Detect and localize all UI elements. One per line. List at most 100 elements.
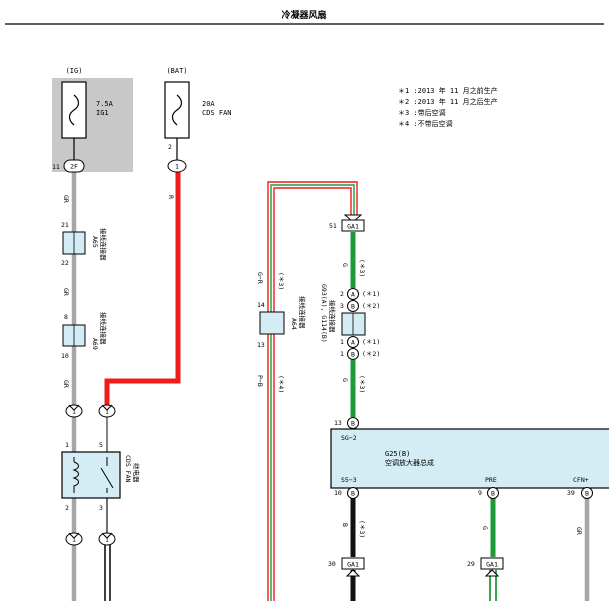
wire-label-b: B (341, 523, 349, 527)
splice-right-top (98, 404, 116, 418)
fuse-ig-conn-label: 2F (70, 163, 78, 171)
amp-pin10-conn (347, 487, 359, 499)
g93-pin-b-top (347, 300, 359, 312)
chevron-left-top-icon (68, 404, 80, 411)
chevron-right-top-icon (101, 404, 113, 411)
a65-pin-top: 21 (61, 221, 69, 229)
fuse-bat-source: (BAT) (166, 67, 187, 75)
fuse-bat-symbol-icon (171, 94, 183, 126)
g93-pin-b-bottom (347, 348, 359, 360)
amp-pin9-label: B (491, 490, 495, 498)
wire-label-p-b: P−B (256, 375, 264, 387)
g93-name: 接线连接器 (328, 300, 337, 333)
a69-name: 接线连接器 (99, 312, 108, 345)
relay-coil-icon (72, 457, 79, 493)
relay-box (61, 451, 121, 499)
a64-pin-bottom: 13 (257, 341, 265, 349)
relay-pin3: 3 (99, 504, 103, 512)
red-wire (104, 172, 181, 405)
chevron-left-bottom-icon (68, 532, 80, 539)
relay-name: CDS FAN (124, 455, 132, 482)
relay-output-wire (104, 498, 111, 601)
splice-left-top (65, 404, 83, 418)
fuse-ig-conn (63, 159, 85, 173)
fuse-ig-source: (IG) (66, 67, 83, 75)
wire-label-r: R (167, 195, 175, 199)
amp-pin39: 39 (567, 489, 575, 497)
splice-right-top-label: 1 (105, 408, 109, 416)
wire-label-g-1: G (341, 263, 349, 267)
splice-left-bottom (65, 532, 83, 546)
tri-wire-bundle (267, 181, 358, 601)
ga1-bottom-right-box (480, 557, 504, 570)
g93-pin-a-top (347, 288, 359, 300)
note-4: ＊4 :不带后空调 (398, 119, 453, 128)
g93-a-top-pin: 2 (340, 290, 344, 298)
note-3: ＊3 :带后空调 (398, 108, 446, 117)
a64-pin-top: 14 (257, 301, 265, 309)
a69-id: A69 (91, 338, 99, 350)
ga1-top-pin: 51 (329, 222, 337, 230)
relay-pin5: 5 (99, 441, 103, 449)
a69-pin-top: 8 (64, 313, 68, 321)
chevron-right-bottom-icon (101, 532, 113, 539)
g93-b-bottom-label: B (351, 351, 355, 359)
fuse-bat-rating: 20A (202, 100, 215, 108)
a65-id: A65 (91, 236, 99, 248)
g93-a-bottom-label: A (351, 339, 355, 347)
g93-b-bottom-pin: 1 (340, 350, 344, 358)
amp-name: 空调放大器总成 (385, 458, 434, 467)
amp-pin13-label: B (351, 420, 355, 428)
amp-s53: S5−3 (341, 476, 357, 484)
ga1-bottom-left-box (341, 557, 365, 570)
ga1-bottom-right-pin: 29 (467, 560, 475, 568)
a65-name: 接线连接器 (99, 228, 108, 261)
wire-label-gr-4: GR (575, 527, 583, 535)
g93-pin-a-bottom (347, 336, 359, 348)
fuse-bat-pin: 2 (168, 143, 172, 151)
fuse-ig-symbol-icon (68, 94, 80, 126)
page-title: 冷凝器风扇 (281, 9, 326, 21)
relay-pin1: 1 (65, 441, 69, 449)
bundle-mark-s4: (＊4) (277, 375, 285, 393)
a64-name: 接线连接器 (298, 296, 307, 329)
note-2: ＊2 :2013 年 11 月之后生产 (398, 97, 498, 106)
a64-id: A64 (290, 318, 298, 330)
ga1-top-arrow-icon (343, 214, 363, 223)
amp-pin39-label: B (585, 490, 589, 498)
ga1-top-label: GA1 (347, 223, 359, 231)
amp-pin13: 13 (334, 419, 342, 427)
g93-a-bottom-mark: (＊1) (362, 338, 380, 346)
amp-pin39-conn (581, 487, 593, 499)
ga1-bottom-left-label: GA1 (347, 561, 359, 569)
connector-a64 (259, 311, 285, 335)
wire-label-g-r: G−R (256, 272, 264, 284)
g-mark-s3-bottom: (＊3) (358, 375, 366, 393)
amp-pre: PRE (485, 476, 497, 484)
fuse-bat-conn-label: 1 (175, 163, 179, 171)
amp-cfn: CFN+ (573, 476, 589, 484)
bundle-mark-s3: (＊3) (277, 272, 285, 290)
g93-b-top-pin: 3 (340, 302, 344, 310)
fuse-ig-rating: 7.5A (96, 100, 114, 108)
g93-b-bottom-mark: (＊2) (362, 350, 380, 358)
fuse-bat-conn (167, 159, 187, 173)
amp-pin9-conn (487, 487, 499, 499)
fuse-ig-pin: 11 (52, 163, 60, 171)
amplifier-box (330, 428, 609, 489)
g93-a-bottom-pin: 1 (340, 338, 344, 346)
b-mark-s3: (＊3) (358, 520, 366, 538)
splice-right-bottom-label: 1 (105, 536, 109, 544)
connector-g93-g114 (341, 312, 366, 336)
note-1: ＊1 :2013 年 11 月之前生产 (398, 86, 498, 95)
amp-pin9: 9 (478, 489, 482, 497)
ga1-bottom-right-label: GA1 (486, 561, 498, 569)
g93-id: G93(A), G114(B) (320, 284, 328, 343)
splice-left-bottom-label: 1 (72, 536, 76, 544)
fuse-bat-name: CDS FAN (202, 109, 232, 117)
a65-pin-bottom: 22 (61, 259, 69, 267)
ga1-bottom-left-arrow-icon (345, 569, 361, 577)
ga1-bottom-left-pin: 30 (328, 560, 336, 568)
relay-pin2: 2 (65, 504, 69, 512)
